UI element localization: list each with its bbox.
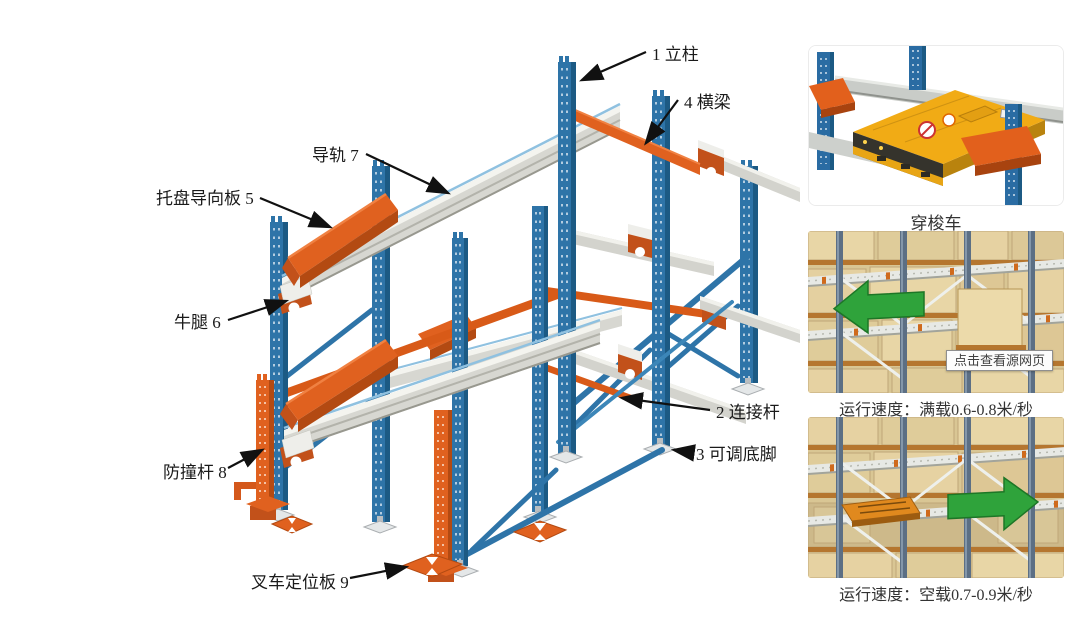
- front-box: [956, 288, 1026, 351]
- bracket-right: [961, 126, 1041, 176]
- label-anti-collision-bar: 防撞杆 8: [163, 463, 227, 482]
- arrow-connecting-rod: [618, 392, 711, 412]
- rail-end-right-top: [698, 140, 800, 202]
- green-arrow-right-icon: [947, 476, 1040, 532]
- empty-load-caption: 运行速度：空载0.7-0.9米/秒: [839, 587, 1033, 604]
- shuttle-car-image[interactable]: [808, 45, 1064, 206]
- anti-collision-bar: [234, 374, 314, 534]
- connecting-rod: [556, 300, 734, 444]
- forklift-positioning-plate: [400, 553, 464, 578]
- warning-sign-icon: [942, 113, 956, 127]
- upright-post: [730, 160, 766, 396]
- arrow-anti-collision-bar: [227, 448, 265, 469]
- arrow-adjustable-foot: [670, 444, 696, 462]
- label-pallet-guide-plate: 托盘导向板 5: [156, 189, 254, 208]
- arrow-pallet-guide-plate: [259, 196, 334, 229]
- upright-post: [909, 46, 926, 90]
- arrow-forklift-plate: [349, 562, 410, 580]
- callouts: [227, 50, 711, 580]
- guide-rail-main: [278, 102, 621, 314]
- pallets: [808, 445, 1064, 552]
- label-support-arm: 牛腿 6: [174, 313, 221, 332]
- green-arrow-left-icon: [832, 279, 925, 335]
- label-connecting-rod: 2 连接杆: [716, 403, 780, 422]
- rail-end-right-mid: [564, 224, 714, 276]
- bottom-brace: [453, 447, 665, 563]
- cross-beam-top: [565, 105, 701, 175]
- label-guide-rail: 导轨 7: [312, 146, 359, 165]
- front-bumper-post: [424, 410, 468, 582]
- warehouse-empty-load-image[interactable]: [808, 417, 1064, 578]
- shuttle-caption: 穿梭车: [910, 214, 962, 233]
- shuttle-on-rail: [841, 496, 921, 527]
- guide-rail-lower: [280, 318, 601, 468]
- arrow-support-arm: [227, 299, 290, 322]
- pallet-guide-plate: [282, 192, 398, 288]
- arrow-upright: [578, 50, 647, 82]
- floor-plate: [270, 515, 314, 534]
- shuttle-car-art: [809, 46, 1063, 205]
- source-tooltip[interactable]: 点击查看源网页: [946, 350, 1054, 371]
- label-beam: 4 横梁: [684, 93, 731, 112]
- rack-diagram: 1 立柱 4 横梁 导轨 7 托盘导向板 5 牛腿 6 2 连接杆 3 可调底脚…: [156, 45, 800, 592]
- bracket-left: [809, 78, 855, 118]
- arrow-beam: [644, 99, 679, 146]
- warehouse-empty-art: [808, 417, 1064, 578]
- label-upright: 1 立柱: [652, 45, 699, 64]
- label-forklift-plate: 叉车定位板 9: [251, 573, 349, 592]
- label-adjustable-foot: 3 可调底脚: [696, 445, 777, 464]
- forklift-positioning-plate: [512, 520, 568, 543]
- diagram-labels: 1 立柱 4 横梁 导轨 7 托盘导向板 5 牛腿 6 2 连接杆 3 可调底脚…: [156, 45, 780, 592]
- pallet-guide-plate: [280, 338, 398, 432]
- full-load-caption: 运行速度：满载0.6-0.8米/秒: [839, 402, 1033, 419]
- arrow-guide-rail: [365, 153, 451, 195]
- pallets: [808, 260, 1064, 366]
